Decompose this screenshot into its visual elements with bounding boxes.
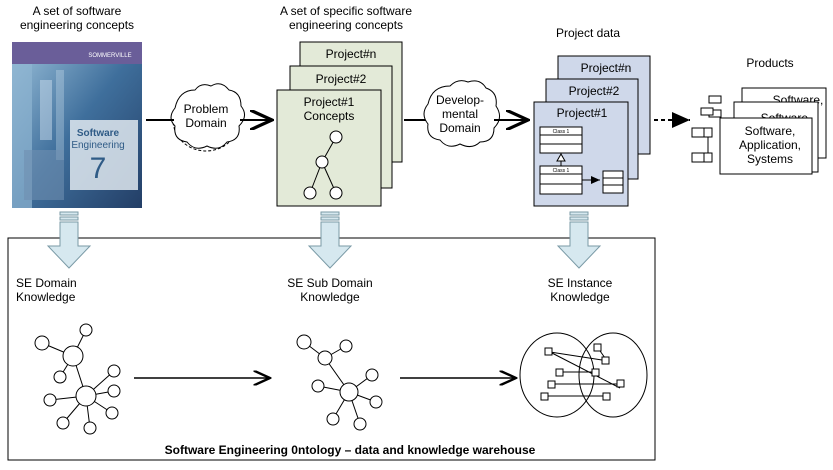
warehouse-frame: [7, 237, 656, 461]
concepts-set-line1: A set of software: [32, 4, 122, 18]
data-cards: Project#n Project#2 Project#1 Class 1 Cl…: [533, 55, 651, 207]
product-label-line2: Application,: [739, 138, 801, 152]
domain-knowledge-label: SE Domain Knowledge: [16, 276, 126, 304]
specific-concepts-line2: engineering concepts: [288, 18, 404, 32]
book-edition: 7: [90, 152, 107, 185]
concept-card-1-label: Project#1: [304, 95, 355, 109]
down-arrow-domain: [46, 211, 92, 269]
concepts-set-line2: engineering concepts: [19, 18, 135, 32]
domain-knowledge-line2: Knowledge: [16, 290, 76, 304]
book-title-line2: Engineering: [71, 140, 124, 151]
book-publisher: SOMMERVILLE: [88, 53, 131, 59]
down-arrow-instance: [556, 211, 602, 269]
data-card-1-label: Project#1: [557, 106, 608, 120]
class-box-2-label: Class 1: [553, 168, 570, 174]
down-arrow-subdomain: [307, 211, 353, 269]
book-cover-image: SOMMERVILLE Software Engineering 7: [12, 42, 142, 208]
product-modules: Software, Software, Software, Applicatio…: [691, 87, 827, 175]
product-label-line1: Software,: [745, 124, 796, 138]
subdomain-knowledge-graph: [296, 334, 383, 431]
concept-card-n-label: Project#n: [326, 47, 377, 61]
concept-card-1: [276, 89, 382, 207]
class-box-1-label: Class 1: [553, 129, 570, 135]
concept-cards: Project#n Project#2 Project#1 Concepts: [276, 41, 403, 207]
subdomain-knowledge-label: SE Sub Domain Knowledge: [270, 276, 390, 304]
concept-card-2-label: Project#2: [316, 72, 367, 86]
warehouse-caption: Software Engineering 0ntology – data and…: [164, 443, 536, 457]
developmental-domain-line1: Develop-: [436, 93, 484, 107]
instance-knowledge-line2: Knowledge: [550, 290, 610, 304]
problem-domain-bubble: Problem Domain: [170, 83, 245, 152]
project-data-label: Project data: [555, 26, 621, 40]
instance-knowledge-line1: SE Instance: [547, 276, 613, 290]
concepts-set-label: A set of software engineering concepts: [8, 4, 146, 32]
problem-domain-line1: Problem: [184, 102, 229, 116]
developmental-domain-bubble: Develop- mental Domain: [423, 80, 500, 148]
problem-domain-line2: Domain: [185, 116, 226, 130]
concept-tree: [303, 130, 343, 200]
developmental-domain-line3: Domain: [439, 121, 480, 135]
data-card-2-label: Project#2: [569, 84, 620, 98]
book-title-line1: Software: [77, 128, 120, 139]
instance-knowledge-label: SE Instance Knowledge: [530, 276, 630, 304]
domain-knowledge-line1: SE Domain: [16, 276, 77, 290]
developmental-domain-line2: mental: [442, 107, 478, 121]
subdomain-knowledge-line2: Knowledge: [300, 290, 360, 304]
specific-concepts-label: A set of specific software engineering c…: [264, 4, 428, 32]
concept-card-1-sublabel: Concepts: [304, 109, 355, 123]
domain-knowledge-graph: [34, 323, 121, 435]
instance-knowledge-graph: [519, 332, 648, 418]
data-card-n-label: Project#n: [581, 61, 632, 75]
subdomain-knowledge-line1: SE Sub Domain: [287, 276, 373, 290]
specific-concepts-line1: A set of specific software: [279, 4, 413, 18]
products-label: Products: [746, 56, 794, 70]
uml-class-diagram: Class 1 Class 1: [539, 126, 624, 195]
product-label-line3: Systems: [747, 152, 793, 166]
